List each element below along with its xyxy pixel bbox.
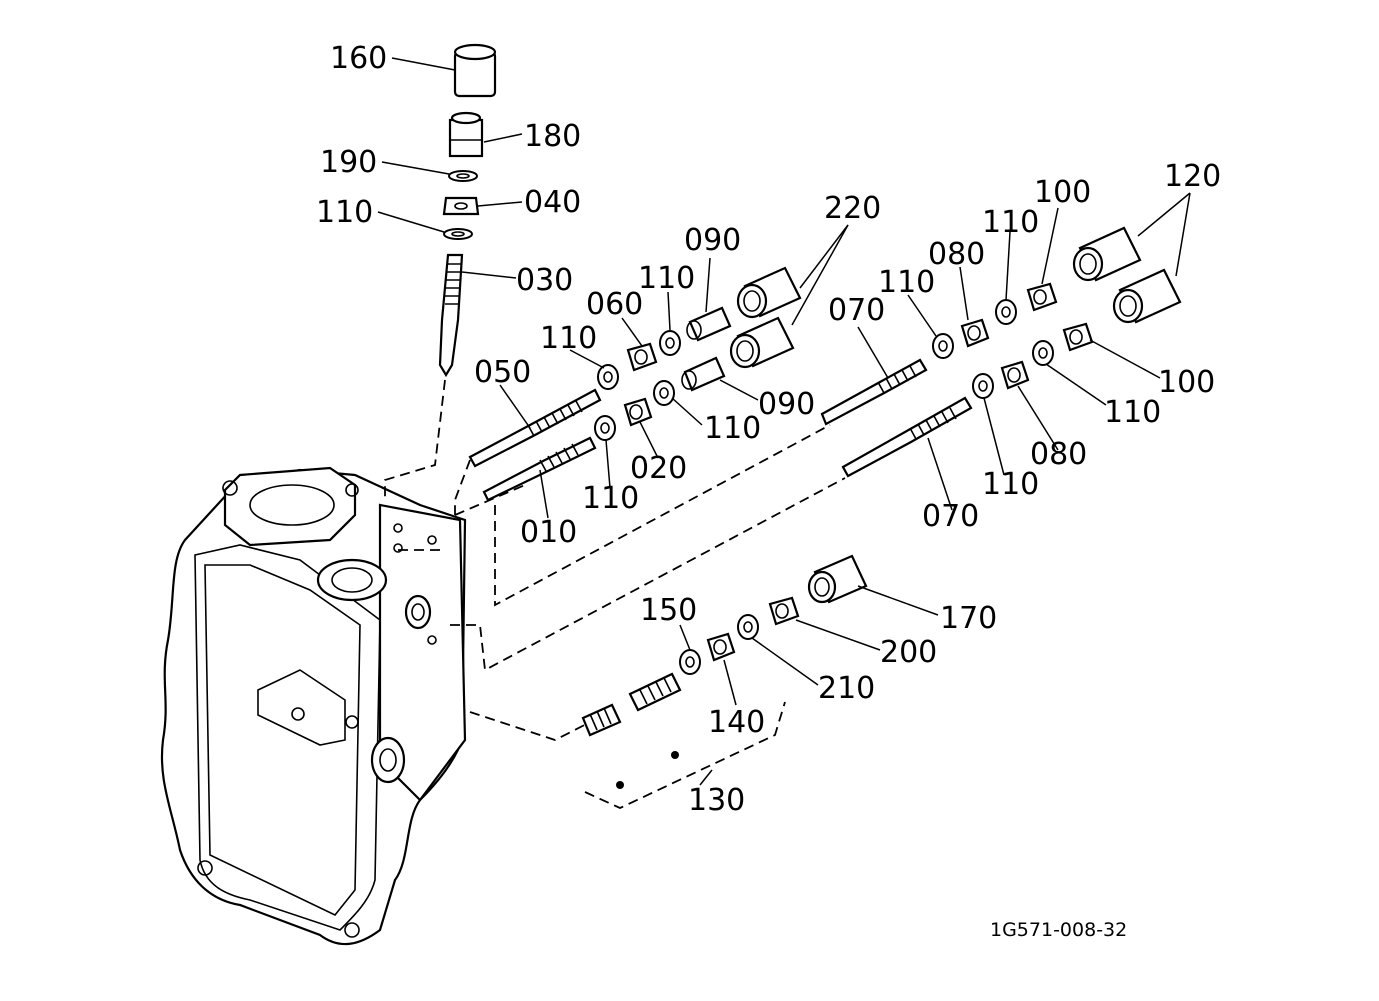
part-washer-190 — [448, 170, 478, 182]
part-fitting-090-upper — [686, 306, 732, 342]
callout-110-h: 110 — [1104, 395, 1161, 430]
part-sleeve-220-upper — [736, 266, 802, 319]
callout-110-i: 110 — [982, 467, 1039, 502]
callout-010: 010 — [520, 515, 577, 550]
part-fitting-180 — [448, 111, 484, 158]
callout-050: 050 — [474, 355, 531, 390]
part-rod-070-lower — [841, 396, 973, 478]
part-sleeve-170 — [807, 554, 868, 604]
part-nut-140 — [706, 632, 736, 662]
part-sleeve-120-upper — [1072, 226, 1142, 282]
part-sleeve-220-lower — [729, 316, 795, 369]
part-washer-110-r3 — [972, 373, 994, 399]
part-washer-110-r2 — [995, 299, 1017, 325]
callout-080-upper: 080 — [928, 237, 985, 272]
callout-140: 140 — [708, 705, 765, 740]
part-plunger-130 — [628, 672, 682, 759]
callout-110-c: 110 — [540, 321, 597, 356]
callout-040: 040 — [524, 185, 581, 220]
callout-110-e: 110 — [582, 481, 639, 516]
part-nut-040 — [442, 196, 480, 216]
part-washer-110-010 — [594, 415, 616, 441]
callout-170: 170 — [940, 601, 997, 636]
part-nut-020 — [623, 397, 653, 427]
callout-030: 030 — [516, 263, 573, 298]
part-rod-070-upper — [820, 358, 928, 426]
callout-080-lower: 080 — [1030, 437, 1087, 472]
callout-120: 120 — [1164, 159, 1221, 194]
callout-100-lower: 100 — [1158, 365, 1215, 400]
part-nut-080-upper — [960, 318, 990, 348]
part-sleeve-120-lower — [1112, 268, 1182, 324]
part-washer-110-r1 — [932, 333, 954, 359]
leader-lines — [377, 57, 1191, 786]
callout-200: 200 — [880, 635, 937, 670]
part-washer-110-r4 — [1032, 340, 1054, 366]
part-washer-210 — [737, 614, 759, 640]
callout-110-f: 110 — [878, 265, 935, 300]
part-rod-030 — [438, 253, 464, 378]
part-nut-060 — [626, 342, 658, 372]
callout-110-top: 110 — [316, 195, 373, 230]
drawing-code: 1G571-008-32 — [990, 919, 1127, 941]
callout-070-upper: 070 — [828, 293, 885, 328]
callout-070-lower: 070 — [922, 499, 979, 534]
callout-180: 180 — [524, 119, 581, 154]
callout-110-b: 110 — [638, 261, 695, 296]
part-nut-100-upper — [1026, 282, 1058, 312]
part-washer-150 — [679, 649, 701, 675]
part-nut-100-lower — [1062, 322, 1094, 352]
part-washer-110-top — [443, 228, 473, 240]
part-nut-200 — [768, 596, 800, 626]
callout-110-d: 110 — [704, 411, 761, 446]
part-fitting-090-lower — [681, 356, 726, 392]
callout-220: 220 — [824, 191, 881, 226]
part-rod-050 — [468, 388, 602, 468]
part-spring-130 — [581, 703, 624, 789]
part-washer-110-050 — [597, 364, 619, 390]
callout-150: 150 — [640, 593, 697, 628]
callout-060: 060 — [586, 287, 643, 322]
callout-110-g: 110 — [982, 205, 1039, 240]
callout-020: 020 — [630, 451, 687, 486]
part-nut-080-lower — [1000, 360, 1030, 390]
callout-190: 190 — [320, 145, 377, 180]
callout-130: 130 — [688, 783, 745, 818]
callout-labels: 160 180 190 040 110 030 220 090 110 060 … — [316, 41, 1221, 818]
part-rod-010 — [482, 436, 597, 502]
callout-210: 210 — [818, 671, 875, 706]
part-washer-110-020 — [653, 380, 675, 406]
callout-090-lower: 090 — [758, 387, 815, 422]
callout-090-upper: 090 — [684, 223, 741, 258]
callout-160: 160 — [330, 41, 387, 76]
part-cap-160 — [453, 43, 497, 98]
callout-100-upper: 100 — [1034, 175, 1091, 210]
part-washer-110-060 — [659, 330, 681, 356]
housing — [160, 466, 467, 946]
